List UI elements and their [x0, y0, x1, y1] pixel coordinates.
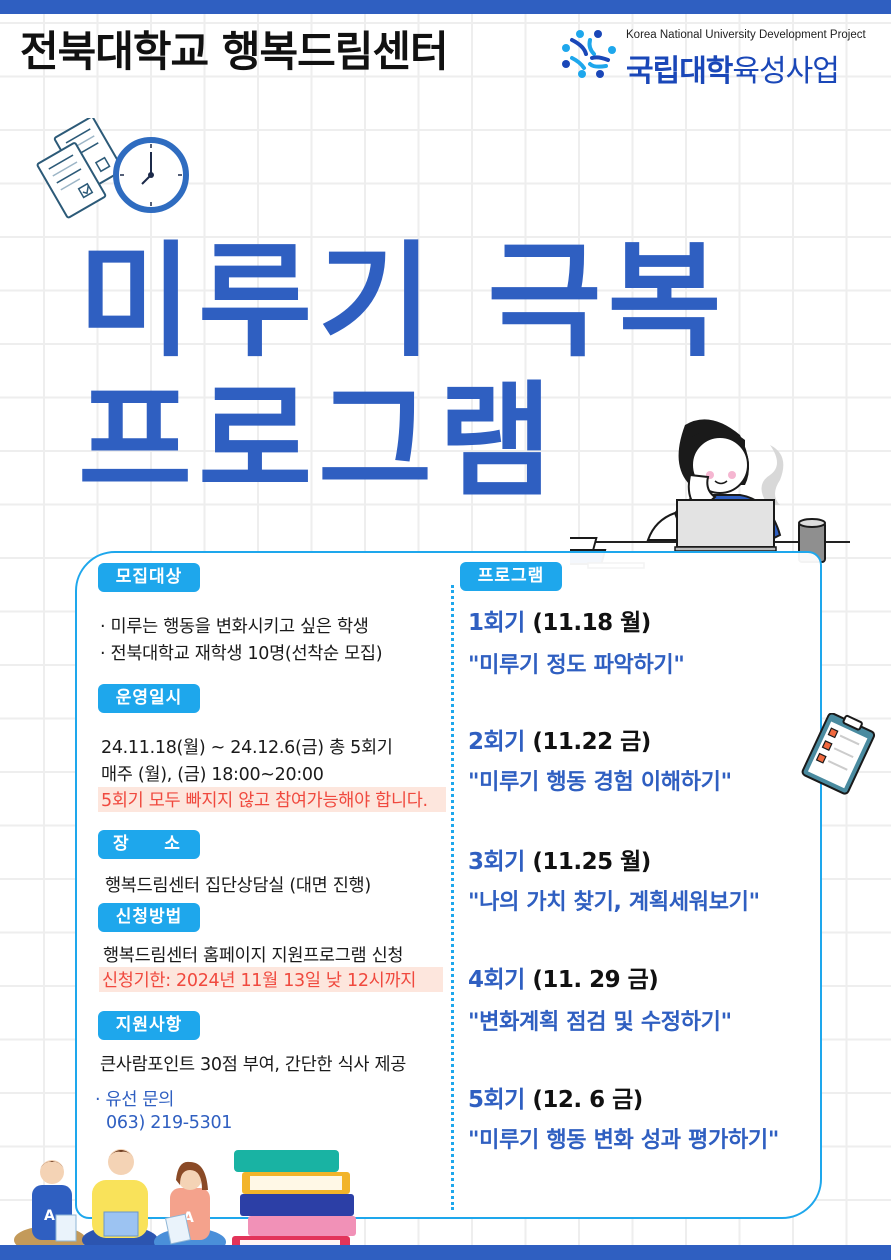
logo-main-text: 국립대학육성사업: [626, 46, 840, 90]
session-2-title: "미루기 행동 경험 이해하기": [468, 770, 732, 795]
hero-title-line2: 프로그램: [78, 370, 559, 514]
svg-text:A: A: [44, 1208, 55, 1224]
session-3-title: "나의 가치 찾기, 계획세워보기": [468, 890, 760, 915]
schedule-line-2: 매주 (월), (금) 18:00~20:00: [101, 765, 324, 785]
session-5-number: 5회기: [468, 1087, 525, 1113]
session-5-title: "미루기 행동 변화 성과 평가하기": [468, 1128, 779, 1153]
university-project-logo: Korea National University Development Pr…: [560, 24, 880, 89]
schedule-line-1: 24.11.18(월) ~ 24.12.6(금) 총 5회기: [101, 738, 393, 758]
students-studying-illustration: A A: [14, 1149, 226, 1256]
session-5-header: 5회기 (12. 6 금): [468, 1080, 643, 1114]
session-4-header: 4회기 (11. 29 금): [468, 960, 659, 994]
session-2-number: 2회기: [468, 729, 525, 755]
logo-people-icon: [562, 30, 616, 78]
session-2-header: 2회기 (11.22 금): [468, 722, 651, 756]
session-1-header: 1회기 (11.18 월): [468, 603, 651, 637]
schedule-badge: 운영일시: [98, 684, 200, 713]
session-5-date: (12. 6 금): [532, 1087, 643, 1113]
program-badge: 프로그램: [460, 562, 562, 591]
apply-text: 행복드림센터 홈페이지 지원프로그램 신청: [103, 946, 404, 966]
student-laptop-illustration: [570, 419, 850, 569]
svg-text:A: A: [183, 1210, 194, 1226]
session-4-title: "변화계획 점검 및 수정하기": [468, 1010, 732, 1035]
session-2-date: (11.22 금): [532, 729, 651, 755]
apply-badge: 신청방법: [98, 903, 200, 932]
session-1-number: 1회기: [468, 610, 525, 636]
contact-phone[interactable]: 063) 219-5301: [106, 1113, 233, 1133]
session-3-header: 3회기 (11.25 월): [468, 842, 651, 876]
top-bar: [0, 0, 891, 14]
attendance-notice: 5회기 모두 빠지지 않고 참여가능해야 합니다.: [98, 787, 446, 812]
logo-main-bold: 국립대학: [626, 54, 733, 89]
hero-title-line1: 미루기 극복: [78, 230, 728, 374]
bottom-bar: [0, 1245, 891, 1260]
location-badge: 장 소: [98, 830, 200, 859]
support-text: 큰사람포인트 30점 부여, 간단한 식사 제공: [100, 1055, 407, 1075]
contact-label: · 유선 문의: [95, 1090, 174, 1110]
recruit-badge: 모집대상: [98, 563, 200, 592]
book-stack-illustration: [232, 1150, 356, 1258]
support-badge: 지원사항: [98, 1011, 200, 1040]
location-text: 행복드림센터 집단상담실 (대면 진행): [105, 876, 371, 896]
documents-clock-icon: [36, 118, 189, 219]
hero-title: 미루기 극복 프로그램: [78, 232, 728, 512]
apply-deadline: 신청기한: 2024년 11월 13일 낮 12시까지: [99, 967, 443, 992]
session-4-number: 4회기: [468, 967, 525, 993]
recruit-line-2: · 전북대학교 재학생 10명(선착순 모집): [100, 644, 383, 664]
logo-main-regular: 육성사업: [732, 54, 839, 89]
info-panel: [75, 551, 822, 1219]
column-divider: [451, 585, 454, 1210]
session-4-date: (11. 29 금): [532, 967, 659, 993]
session-1-date: (11.18 월): [532, 610, 651, 636]
clipboard-checklist-icon: [801, 713, 876, 795]
recruit-line-1: · 미루는 행동을 변화시키고 싶은 학생: [100, 617, 369, 637]
logo-subtitle: Korea National University Development Pr…: [626, 29, 866, 41]
center-title: 전북대학교 행복드림센터: [20, 27, 449, 76]
session-1-title: "미루기 정도 파악하기": [468, 653, 685, 678]
session-3-date: (11.25 월): [532, 849, 651, 875]
session-3-number: 3회기: [468, 849, 525, 875]
